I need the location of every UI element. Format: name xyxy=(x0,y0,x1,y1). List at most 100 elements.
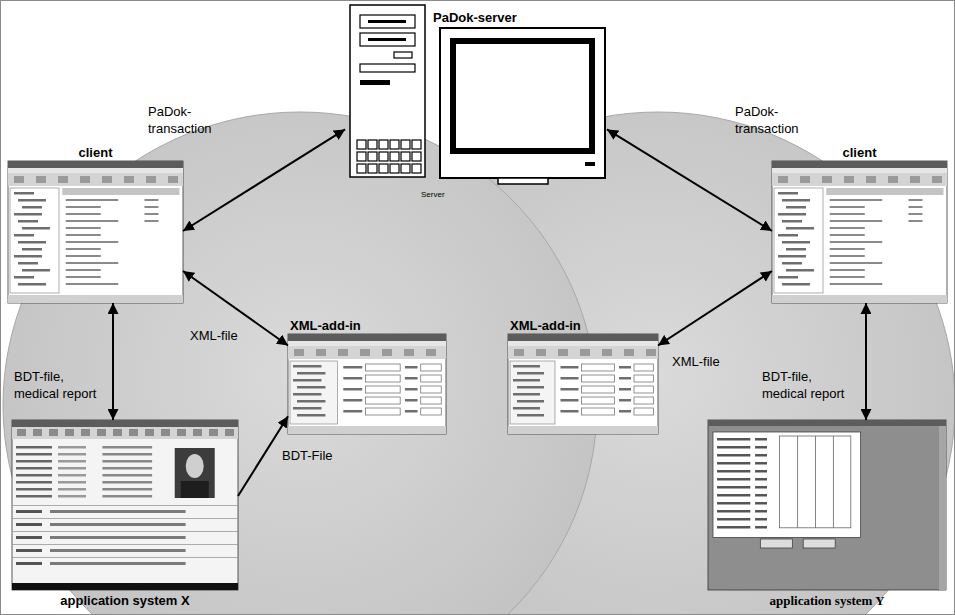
menu-bar xyxy=(772,168,947,173)
screen-detail xyxy=(66,241,119,243)
connector-arrow xyxy=(865,303,867,420)
tool-icon xyxy=(49,429,58,436)
tree-pane xyxy=(290,361,337,424)
screen-detail xyxy=(22,227,50,230)
screen-detail xyxy=(778,192,798,195)
screenshot xyxy=(12,420,238,590)
screen-detail xyxy=(830,262,883,264)
screenshot xyxy=(772,161,947,303)
screen-detail xyxy=(102,481,152,484)
screen-detail xyxy=(782,283,810,286)
screen-detail xyxy=(16,549,42,552)
screen-detail xyxy=(782,241,810,244)
text-holder: application system Y xyxy=(708,591,946,609)
screen-detail xyxy=(517,400,544,403)
title-bar xyxy=(8,161,183,168)
tool-icon xyxy=(17,429,26,436)
screen-detail xyxy=(66,262,119,264)
text-holder: Server xyxy=(421,183,445,201)
screen-detail xyxy=(16,453,52,456)
screen-detail xyxy=(16,523,42,526)
tool-icon xyxy=(910,176,920,183)
power-button xyxy=(360,80,390,85)
screen-detail xyxy=(755,438,767,441)
screen-detail xyxy=(405,399,418,402)
menu-bar xyxy=(288,341,446,346)
tool-icon xyxy=(866,176,876,183)
input-field xyxy=(582,397,615,404)
tool-icon xyxy=(646,349,656,356)
input-field xyxy=(421,397,442,404)
input-field xyxy=(365,408,400,415)
screen-detail xyxy=(297,400,325,403)
screen-detail xyxy=(343,399,362,402)
screen-detail xyxy=(778,234,798,237)
screen-detail xyxy=(18,241,46,244)
screen-detail xyxy=(14,234,34,237)
tool-icon xyxy=(624,349,634,356)
photo xyxy=(175,448,215,498)
connector-arrow xyxy=(658,271,772,346)
screen-detail xyxy=(830,255,865,257)
screen-detail xyxy=(778,255,806,258)
screenshots xyxy=(8,161,947,590)
screen-detail xyxy=(66,255,101,257)
screen-detail xyxy=(755,526,767,529)
row-line xyxy=(12,531,238,533)
drive-bay xyxy=(360,64,415,72)
window-heading: XML-add-in xyxy=(290,318,361,334)
window-frame xyxy=(772,161,947,303)
screen-detail xyxy=(102,488,152,491)
screen-detail xyxy=(778,213,806,216)
screen-detail xyxy=(405,388,418,391)
title-bar xyxy=(772,161,947,168)
screen-detail xyxy=(517,386,544,389)
screen-detail xyxy=(58,481,86,484)
screen-detail xyxy=(717,510,750,513)
table-column xyxy=(815,436,817,528)
screen-detail xyxy=(66,283,119,285)
screen-detail xyxy=(343,366,362,369)
screen-detail xyxy=(16,562,42,565)
screen-detail xyxy=(102,474,152,477)
drive-bay xyxy=(360,33,415,46)
label-holder: XML-file xyxy=(190,326,238,344)
title-bar xyxy=(508,334,658,341)
screen-detail xyxy=(50,549,186,552)
screen-detail xyxy=(297,414,325,417)
tool-icon xyxy=(161,429,170,436)
screen-detail xyxy=(18,220,38,223)
table-box xyxy=(779,436,850,528)
tool-bar xyxy=(288,346,446,359)
window-frame xyxy=(12,420,238,590)
window-frame xyxy=(508,334,658,434)
screen-detail xyxy=(513,365,540,368)
edge-label: BDT-file, medical report xyxy=(14,368,104,402)
screen-detail xyxy=(717,494,750,497)
input-field xyxy=(634,408,654,415)
input-field xyxy=(582,408,615,415)
title-bar xyxy=(288,334,446,341)
screen-detail xyxy=(22,269,50,272)
window-heading: application system Y xyxy=(769,593,884,609)
label-holder: PaDok- transaction xyxy=(148,103,228,137)
server-illustration xyxy=(350,5,605,184)
screen-detail xyxy=(717,486,750,489)
tool-bar xyxy=(772,173,947,186)
input-field xyxy=(582,386,615,393)
monitor-button xyxy=(585,162,595,166)
inner-window xyxy=(713,432,861,537)
window-frame xyxy=(708,420,946,590)
screen-detail xyxy=(755,470,767,473)
screen-detail xyxy=(717,526,750,529)
tool-icon xyxy=(129,429,138,436)
tool-icon xyxy=(536,349,546,356)
screen-detail xyxy=(517,414,544,417)
screen-detail xyxy=(50,536,186,539)
screen-detail xyxy=(102,460,152,463)
tool-icon xyxy=(209,429,218,436)
screen-detail xyxy=(830,283,883,285)
